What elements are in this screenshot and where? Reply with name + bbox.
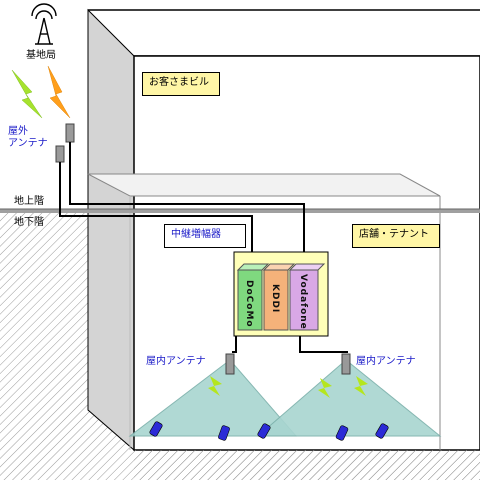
cable-lines — [59, 142, 305, 252]
carrier-docomo-label: DoCoMo — [244, 280, 254, 328]
above-ground-label: 地上階 — [14, 196, 44, 207]
mobile-phone-icon — [149, 421, 389, 441]
ground-level-line — [0, 209, 480, 213]
below-ground-label: 地下階 — [14, 217, 44, 228]
coverage-cone-right — [256, 359, 442, 437]
carrier-vodafone — [288, 263, 326, 331]
building-left-wall — [87, 8, 135, 452]
tower-icon — [31, 3, 57, 45]
carrier-vodafone-label: Vodafone — [298, 274, 308, 330]
tenant-room-floor — [87, 173, 441, 197]
carrier-kddi-label: KDDI — [270, 284, 280, 314]
building-floor-base — [134, 450, 480, 480]
cable-lines-lower — [232, 336, 348, 353]
customer-building-label: お客さまビル — [142, 72, 220, 96]
indoor-antenna-left-label: 屋内アンテナ — [146, 356, 206, 367]
shop-tenant-label: 店舗・テナント — [352, 224, 440, 248]
repeater-label: 中継増幅器 — [164, 224, 246, 248]
carrier-kddi — [262, 263, 296, 331]
carrier-docomo — [236, 263, 270, 331]
outdoor-antenna-label: 屋外 アンテナ — [8, 126, 48, 149]
indoor-antenna-right-label: 屋内アンテナ — [356, 356, 416, 367]
outdoor-antenna-icon — [55, 123, 75, 163]
lightning-icon — [11, 69, 43, 119]
coverage-cone-left — [128, 359, 298, 437]
indoor-antenna-icon — [225, 353, 351, 375]
signal-arrow-icon — [208, 376, 368, 398]
base-station-label: 基地局 — [26, 50, 56, 61]
lightning-icon — [47, 65, 71, 119]
